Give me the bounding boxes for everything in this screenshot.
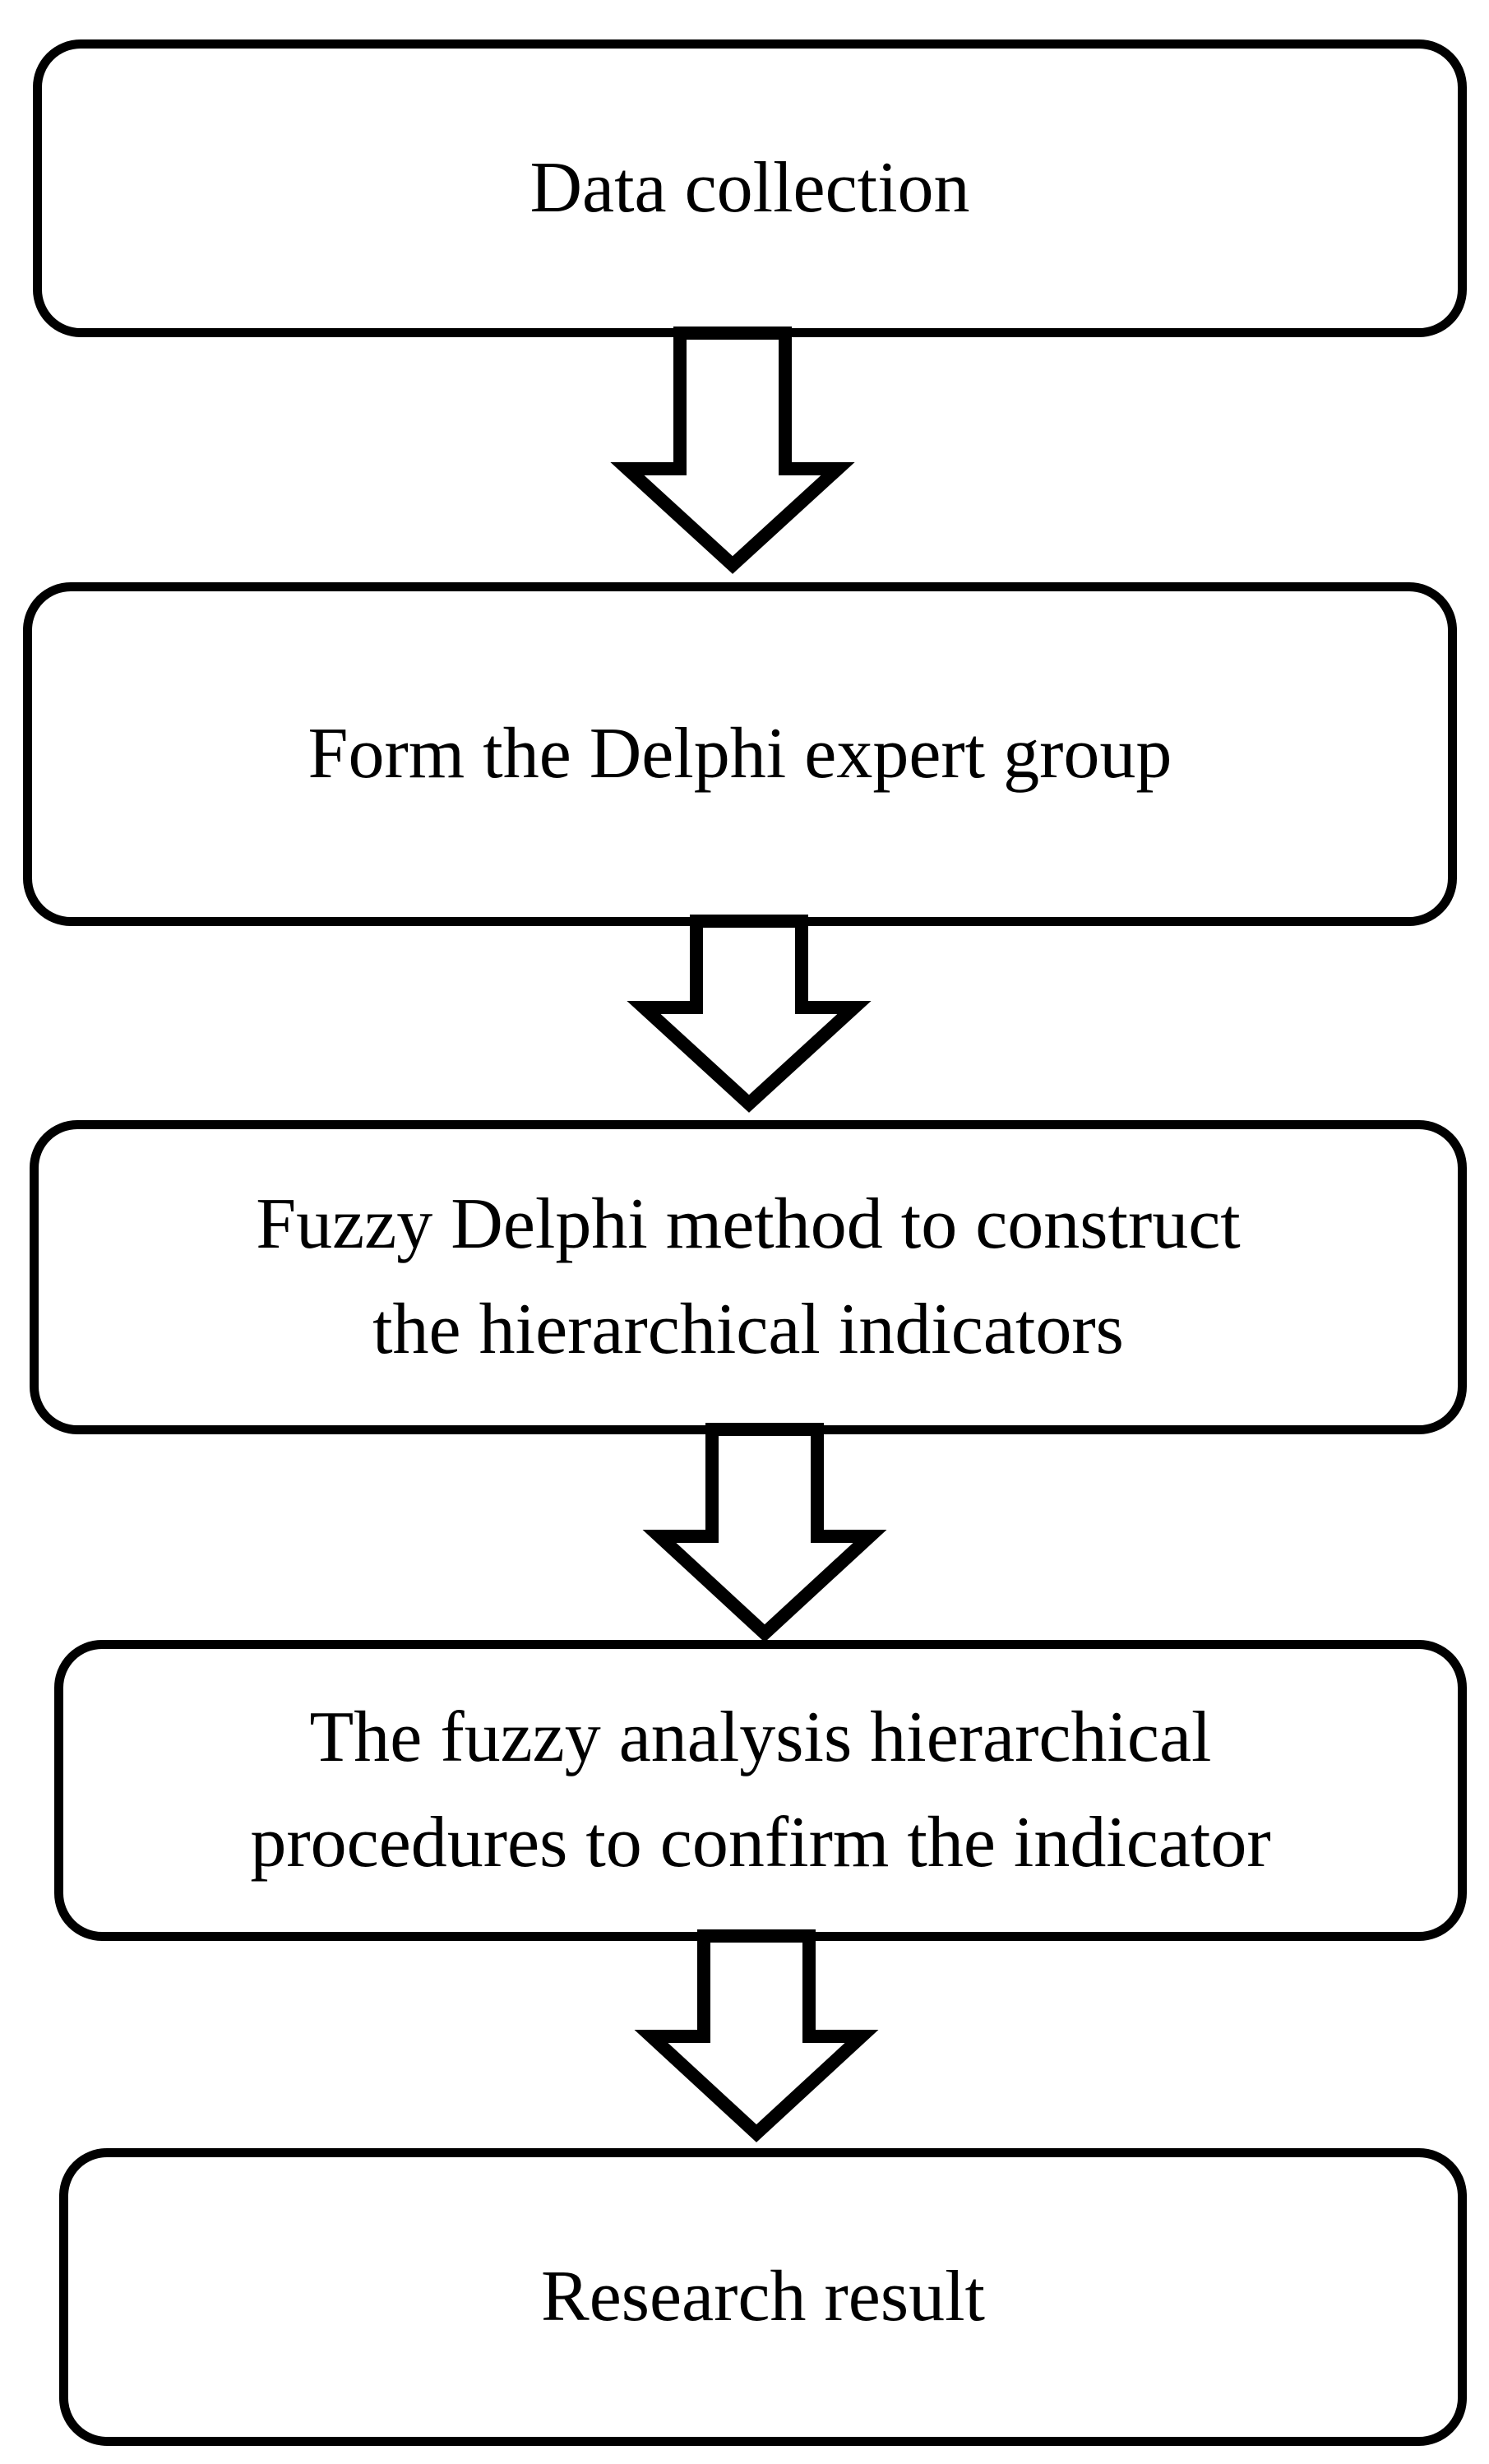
down-arrow-icon	[642, 1423, 887, 1642]
down-arrow-icon	[627, 915, 872, 1113]
step-label: Form the Delphi expert group	[308, 714, 1172, 794]
step-label: the hierarchical indicators	[372, 1290, 1124, 1369]
step-label: The fuzzy analysis hierarchical	[309, 1697, 1212, 1777]
step-label: Research result	[541, 2257, 985, 2337]
step-label: procedures to confirm the indicator	[250, 1803, 1271, 1883]
step-label: Data collection	[529, 148, 970, 228]
step-box-data-collection: Data collection	[33, 39, 1467, 337]
step-box-fuzzy-delphi-method: Fuzzy Delphi method to construct the hie…	[30, 1120, 1467, 1434]
down-arrow-icon	[634, 1929, 879, 2142]
down-arrow-icon	[610, 327, 855, 574]
step-box-fuzzy-analysis-procedures: The fuzzy analysis hierarchical procedur…	[54, 1640, 1467, 1941]
step-label: Fuzzy Delphi method to construct	[256, 1184, 1241, 1264]
step-box-form-delphi-group: Form the Delphi expert group	[23, 582, 1457, 926]
step-box-research-result: Research result	[59, 2148, 1467, 2446]
